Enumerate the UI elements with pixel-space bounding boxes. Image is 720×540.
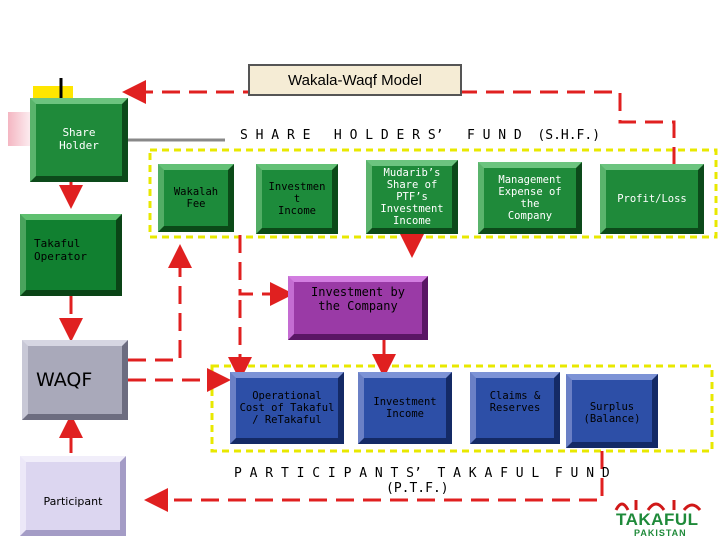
takaful-pakistan-logo: TAKAFUL PAKISTAN: [608, 496, 714, 538]
logo-calligraphy-icon: [614, 500, 702, 511]
share-holder-box: Share Holder: [30, 98, 128, 182]
operational-cost-box: Operational Cost of Takaful / ReTakaful: [230, 372, 344, 444]
logo-sub: PAKISTAN: [634, 528, 687, 538]
participants-fund-abbrev: (P.T.F.): [386, 481, 449, 496]
surplus-return-arrow: [144, 451, 604, 512]
diagram-title: Wakala-Waqf Model: [248, 64, 462, 96]
surplus-balance-box: Surplus (Balance): [566, 374, 658, 448]
profit-loss-box: Profit/Loss: [600, 164, 704, 234]
wakalah-fee-box: Wakalah Fee: [158, 164, 234, 232]
profit-return-arrow: [122, 80, 676, 165]
claims-reserves-box: Claims & Reserves: [470, 372, 560, 444]
investment-by-company-box: Investment by the Company: [288, 276, 428, 340]
shareholders-fund-heading: S H A R E H O L D E R S’ F U N D (S.H.F.…: [240, 128, 601, 143]
investment-income-ptf-box: Investment Income: [358, 372, 452, 444]
investment-income-shf-box: Investmen t Income: [256, 164, 338, 234]
management-expense-box: Management Expense of the Company: [478, 162, 582, 234]
participants-fund-heading: P A R T I C I P A N T S’ T A K A F U L F…: [234, 466, 610, 481]
ptf-dashed-frame: [210, 364, 714, 453]
shf-dashed-frame: [148, 148, 718, 239]
mudarib-share-box: Mudarib’s Share of PTF’s Investment Inco…: [366, 160, 458, 234]
logo-word: TAKAFUL: [616, 510, 699, 529]
takaful-operator-box: Takaful Operator: [20, 214, 122, 296]
waqf-box: WAQF: [22, 340, 128, 420]
participant-box: Participant: [20, 456, 126, 536]
